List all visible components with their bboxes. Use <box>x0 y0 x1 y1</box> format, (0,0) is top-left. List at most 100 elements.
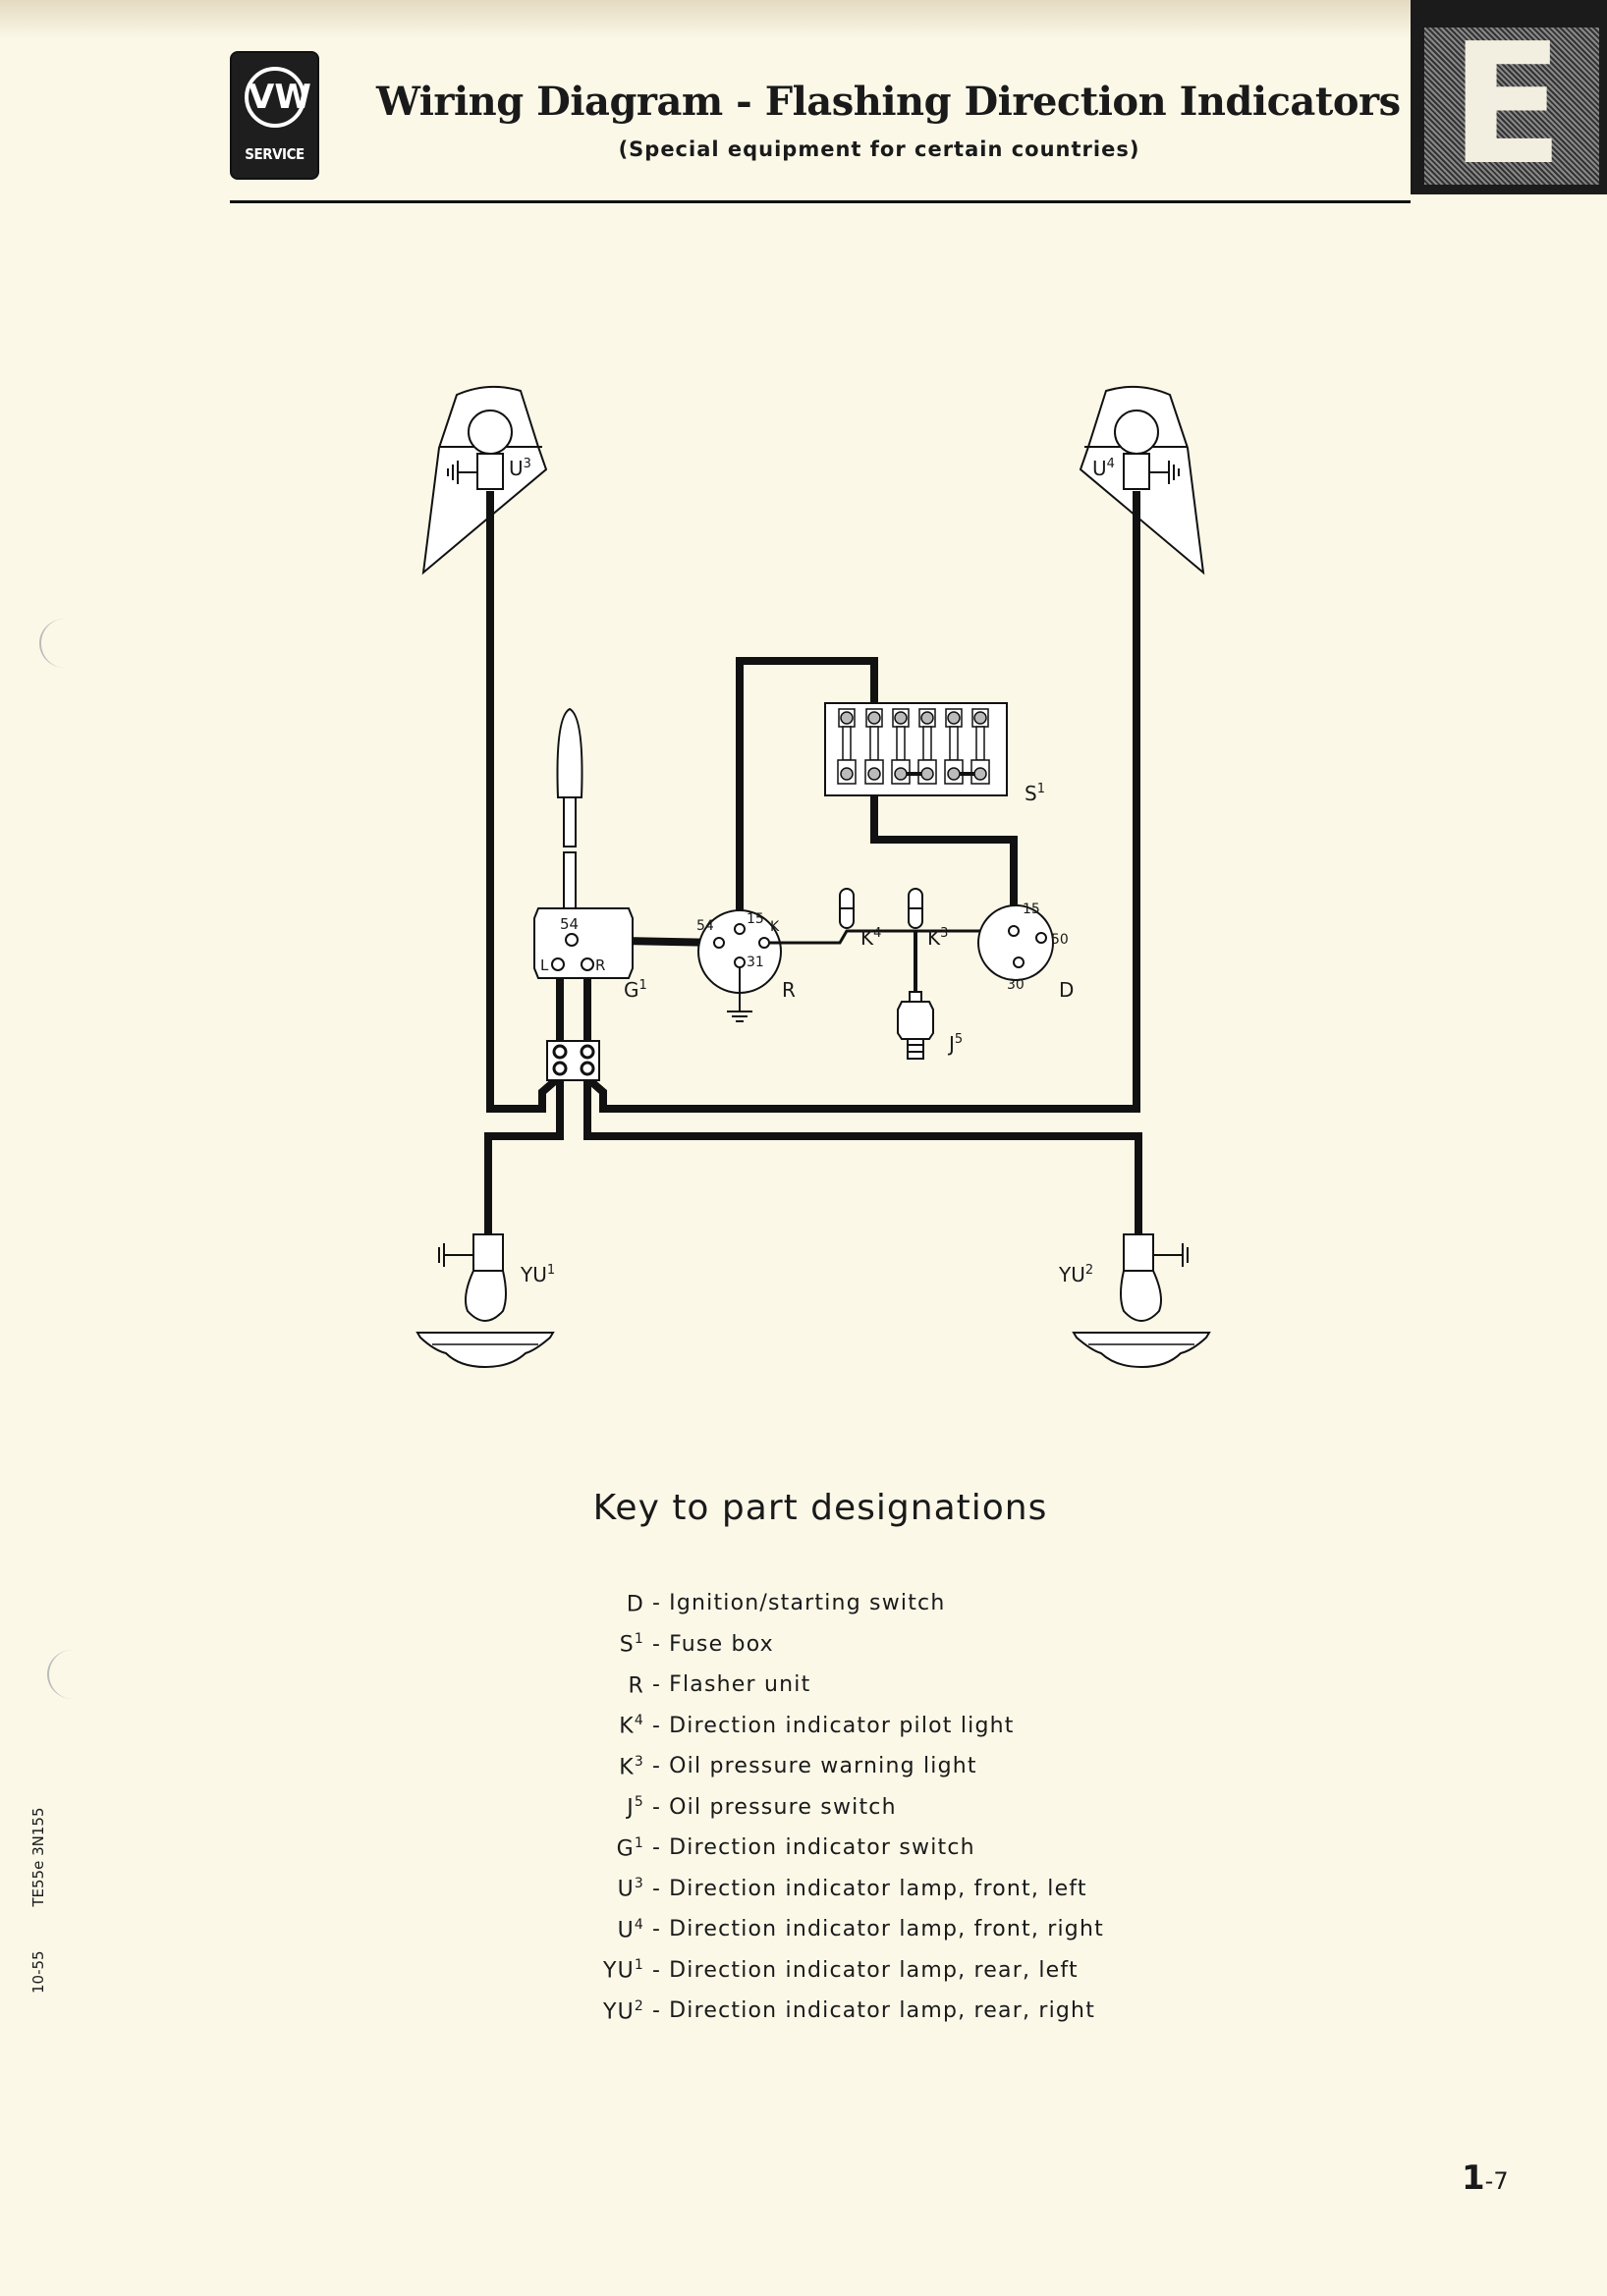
header-rule <box>230 200 1411 203</box>
key-item: R-Flasher unit <box>550 1665 1104 1706</box>
label-u4: U4 <box>1092 457 1115 480</box>
label-s1: S1 <box>1025 782 1045 805</box>
label-yu1: YU1 <box>520 1263 555 1286</box>
direction-indicator-switch-g1: 54 L R <box>533 907 634 979</box>
key-item: K4-Direction indicator pilot light <box>550 1706 1104 1747</box>
key-item: D-Ignition/starting switch <box>550 1583 1104 1624</box>
section-tab: E <box>1411 0 1607 194</box>
key-item: G1-Direction indicator switch <box>550 1828 1104 1869</box>
ignition-switch-d: 15 50 30 <box>977 902 1069 993</box>
part-description: Direction indicator lamp, rear, right <box>669 1998 1096 2024</box>
part-code: K3 <box>619 1753 644 1779</box>
label-d: D <box>1059 978 1074 1002</box>
part-description: Ignition/starting switch <box>669 1591 946 1616</box>
part-description: Direction indicator lamp, rear, left <box>669 1957 1079 1983</box>
oil-warning-light-k3 <box>908 888 923 929</box>
terminal-label: 15 <box>747 911 764 927</box>
terminal-label: 54 <box>696 918 714 934</box>
vw-service-logo: VW SERVICE <box>230 51 319 180</box>
wire-front-right <box>584 491 1140 1113</box>
part-description: Direction indicator lamp, front, left <box>669 1876 1087 1901</box>
part-description: Oil pressure warning light <box>669 1754 977 1779</box>
fuse <box>917 708 937 785</box>
fuse <box>837 708 857 785</box>
fuse-box-s1 <box>824 702 1008 796</box>
part-code: R <box>628 1672 644 1698</box>
separator: - <box>652 1713 662 1738</box>
document-code: 10-55 TE55e 3N155 <box>29 1769 47 1995</box>
pilot-lights <box>768 888 1012 992</box>
wire-rear-right <box>583 965 1142 1234</box>
wire-front-left <box>486 491 561 1113</box>
label-j5: J5 <box>947 1032 963 1056</box>
terminal-label: 30 <box>1007 977 1025 993</box>
part-description: Flasher unit <box>669 1672 811 1698</box>
oil-pressure-switch-j5 <box>897 991 934 1060</box>
part-code: D <box>626 1591 644 1616</box>
terminal-label: K <box>770 919 780 935</box>
key-item: YU1-Direction indicator lamp, rear, left <box>550 1950 1104 1992</box>
part-description: Direction indicator lamp, front, right <box>669 1917 1104 1942</box>
wire-flasher-15-fuse <box>736 657 878 929</box>
terminal-label: 50 <box>1051 932 1069 948</box>
label-k4: K4 <box>860 926 881 950</box>
connector-block <box>546 1040 600 1081</box>
terminal-label: 54 <box>560 915 579 933</box>
terminal-label: 31 <box>747 955 764 970</box>
vw-emblem: VW <box>245 67 311 128</box>
doc-number: TE55e 3N155 <box>29 1807 47 1907</box>
part-description: Fuse box <box>669 1631 774 1657</box>
part-code: U4 <box>617 1916 644 1942</box>
rear-left-lamp-yu1 <box>416 1233 554 1368</box>
wire-rear-left <box>484 965 564 1234</box>
part-code: K4 <box>619 1713 644 1739</box>
page-title: Wiring Diagram - Flashing Direction Indi… <box>376 79 1401 125</box>
terminal-label: 15 <box>1023 902 1040 917</box>
separator: - <box>652 1835 662 1861</box>
part-code: YU2 <box>602 1997 644 2024</box>
part-code: J5 <box>627 1794 644 1821</box>
terminal-label: R <box>595 957 605 974</box>
part-code: G1 <box>616 1834 644 1861</box>
key-item: K3-Oil pressure warning light <box>550 1746 1104 1787</box>
key-item: J5-Oil pressure switch <box>550 1787 1104 1829</box>
key-title: Key to part designations <box>592 1488 1048 1528</box>
label-r: R <box>782 978 796 1002</box>
front-left-lamp-u3 <box>422 385 547 574</box>
page-number: 1-7 <box>1462 2159 1509 2198</box>
separator: - <box>652 1957 662 1983</box>
separator: - <box>652 1917 662 1942</box>
separator: - <box>652 1754 662 1779</box>
part-description: Oil pressure switch <box>669 1794 897 1820</box>
section-letter: E <box>1450 8 1565 202</box>
key-item: S1-Fuse box <box>550 1624 1104 1666</box>
component-labels: U3 U4 YU1 YU2 S1 G1 R D K4 K3 J5 <box>509 457 1115 1286</box>
part-description: Direction indicator pilot light <box>669 1713 1015 1738</box>
part-code: YU1 <box>602 1957 644 1984</box>
separator: - <box>652 1672 662 1698</box>
wire-fuse-ignition <box>870 772 1018 927</box>
part-code: U3 <box>617 1876 644 1902</box>
pilot-light-k4 <box>839 888 855 929</box>
punch-hole-mark <box>47 1650 98 1699</box>
paper-stain <box>0 0 1607 39</box>
page-subtitle: (Special equipment for certain countries… <box>618 137 1140 161</box>
date-code: 10-55 <box>29 1950 47 1994</box>
terminal-label: L <box>540 957 549 974</box>
label-g1: G1 <box>624 978 647 1002</box>
logo-service-text: SERVICE <box>245 145 305 163</box>
fuse <box>864 708 884 785</box>
fuse <box>970 708 990 785</box>
separator: - <box>652 1876 662 1901</box>
wires <box>484 491 1142 1234</box>
separator: - <box>652 1591 662 1616</box>
label-u3: U3 <box>509 457 531 480</box>
fuse <box>891 708 911 785</box>
separator: - <box>652 1794 662 1820</box>
punch-hole-mark <box>39 619 90 668</box>
part-description: Direction indicator switch <box>669 1835 975 1861</box>
indicator-lever <box>556 707 583 909</box>
page-number-sub: -7 <box>1484 2167 1509 2195</box>
fuse <box>944 708 964 785</box>
